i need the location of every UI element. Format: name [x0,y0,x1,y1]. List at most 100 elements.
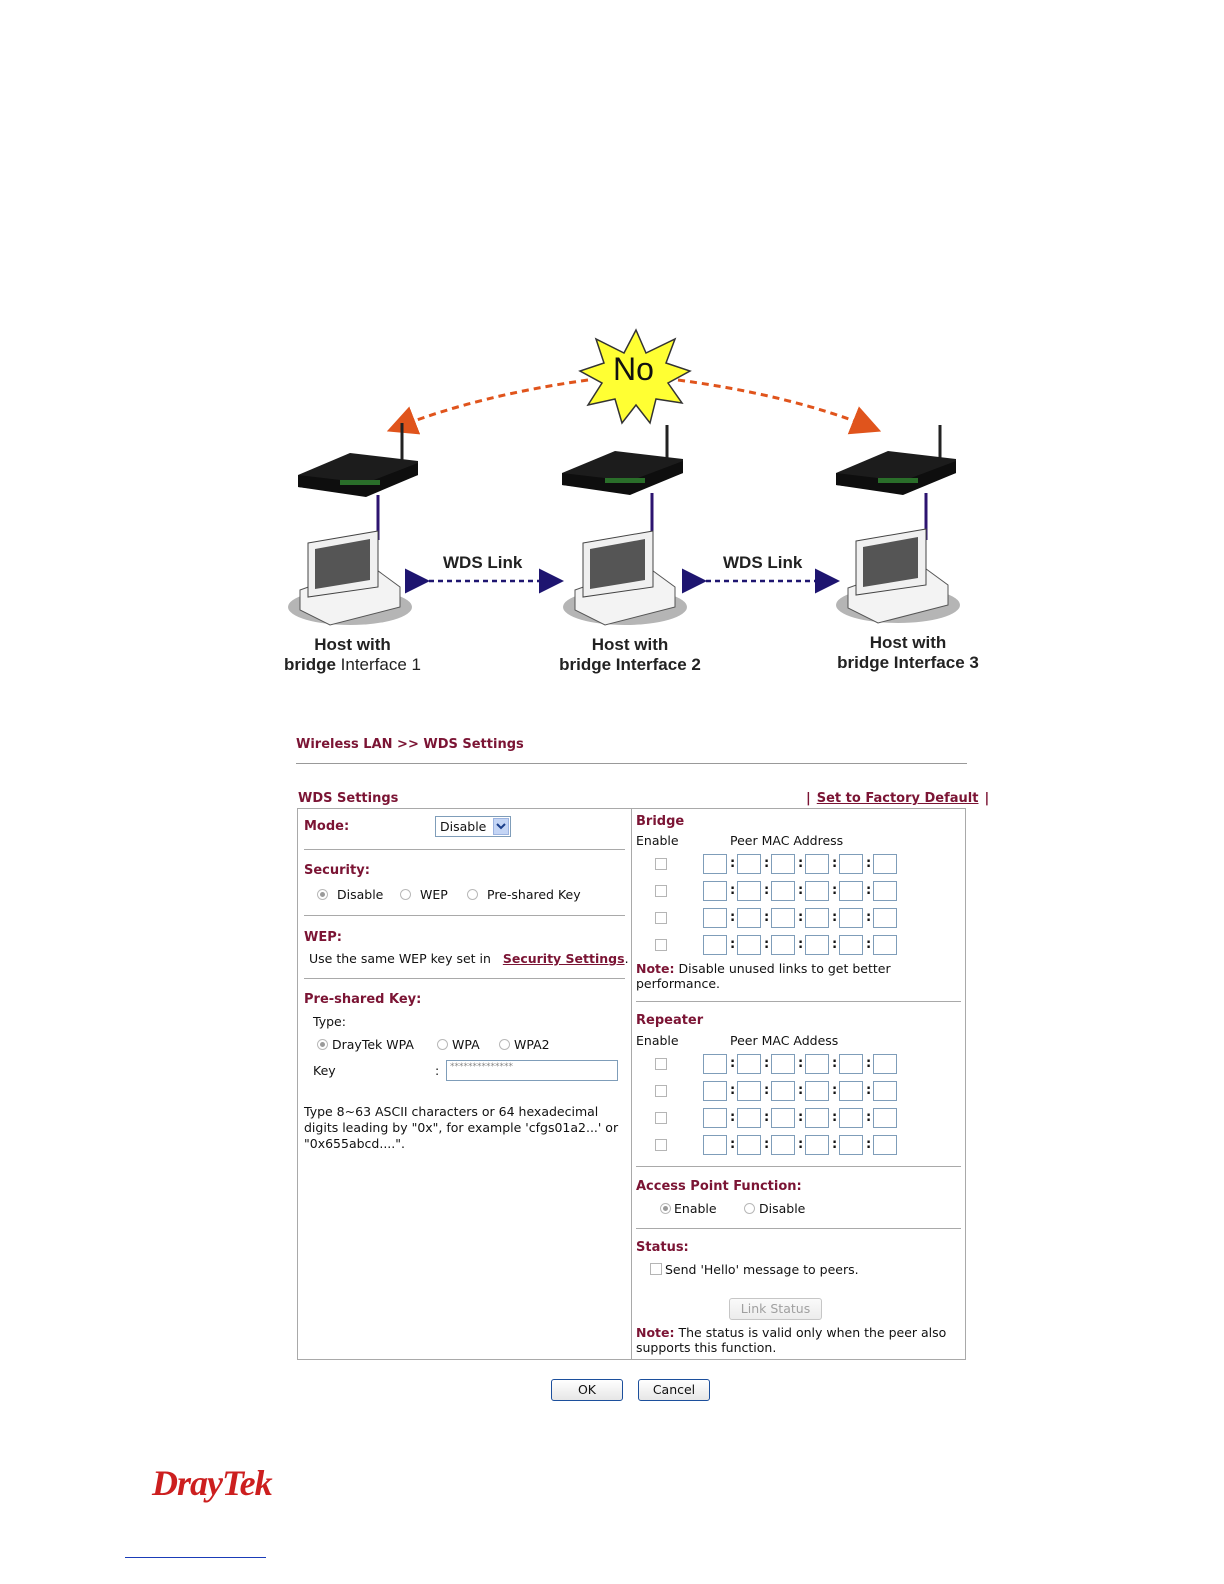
security-disable-radio[interactable] [317,889,328,900]
repeater-mac-octet-input[interactable] [703,1081,727,1101]
repeater-mac-octet-input[interactable] [737,1135,761,1155]
ap-disable-radio[interactable] [744,1203,755,1214]
key-hint-line3: "0x655abcd....". [304,1136,405,1151]
repeater-mac-octet-input[interactable] [805,1135,829,1155]
no-label: No [613,351,654,387]
ap-enable-radio[interactable] [660,1203,671,1214]
chevron-down-icon[interactable] [493,818,509,835]
factory-default-link[interactable]: Set to Factory Default [816,791,979,806]
repeater-mac-octet-input[interactable] [839,1054,863,1074]
bridge-mac-octet-input[interactable] [839,881,863,901]
bridge-mac-octet-input[interactable] [771,908,795,928]
bridge-mac-separator: : [798,856,804,871]
repeater-mac-octet-input[interactable] [839,1081,863,1101]
repeater-mac-octet-input[interactable] [737,1108,761,1128]
bridge-enable-checkbox[interactable] [655,939,667,951]
bridge-mac-octet-input[interactable] [703,935,727,955]
repeater-mac-octet-input[interactable] [771,1054,795,1074]
host-3-line1: Host with [869,633,947,652]
ap-disable-label: Disable [759,1201,806,1216]
key-input[interactable]: ************** [446,1060,618,1081]
repeater-mac-octet-input[interactable] [771,1135,795,1155]
dashed-arc-right [677,378,882,435]
hello-label: Send 'Hello' message to peers. [665,1262,859,1277]
bridge-mac-octet-input[interactable] [873,881,897,901]
bridge-mac-separator: : [832,937,838,952]
bridge-mac-octet-input[interactable] [737,854,761,874]
repeater-mac-octet-input[interactable] [805,1108,829,1128]
repeater-mac-octet-input[interactable] [737,1054,761,1074]
repeater-mac-octet-input[interactable] [703,1108,727,1128]
bridge-mac-octet-input[interactable] [873,854,897,874]
repeater-mac-octet-input[interactable] [703,1135,727,1155]
hello-checkbox[interactable] [650,1263,662,1275]
bridge-mac-octet-input[interactable] [771,881,795,901]
host-1-line2-rest: Interface 1 [335,655,421,674]
type-wpa2-radio[interactable] [499,1039,510,1050]
repeater-mac-octet-input[interactable] [873,1054,897,1074]
type-wpa2-label: WPA2 [514,1037,550,1052]
bridge-mac-octet-input[interactable] [771,854,795,874]
bridge-mac-separator: : [832,883,838,898]
repeater-mac-separator: : [866,1110,872,1125]
divider [304,978,625,979]
header-divider [296,763,967,764]
bridge-mac-octet-input[interactable] [839,935,863,955]
security-wep-radio[interactable] [400,889,411,900]
ok-button[interactable]: OK [551,1379,623,1401]
status-note-label: Note: [636,1325,675,1340]
security-psk-radio[interactable] [467,889,478,900]
bridge-mac-octet-input[interactable] [737,908,761,928]
repeater-mac-octet-input[interactable] [873,1135,897,1155]
repeater-mac-octet-input[interactable] [839,1108,863,1128]
bridge-mac-separator: : [866,883,872,898]
bridge-mac-octet-input[interactable] [839,854,863,874]
repeater-mac-octet-input[interactable] [873,1081,897,1101]
bridge-mac-octet-input[interactable] [703,881,727,901]
status-label: Status: [636,1240,689,1255]
bridge-mac-octet-input[interactable] [805,881,829,901]
repeater-mac-octet-input[interactable] [771,1081,795,1101]
repeater-mac-octet-input[interactable] [805,1081,829,1101]
repeater-mac-octet-input[interactable] [839,1135,863,1155]
security-settings-link[interactable]: Security Settings [502,951,625,966]
bridge-mac-octet-input[interactable] [737,881,761,901]
repeater-enable-header: Enable [636,1033,679,1048]
bridge-enable-checkbox[interactable] [655,912,667,924]
repeater-enable-checkbox[interactable] [655,1112,667,1124]
draytek-logo: DrayTek [152,1463,273,1503]
type-draytek-wpa-radio[interactable] [317,1039,328,1050]
bridge-mac-octet-input[interactable] [703,908,727,928]
ap-enable-label: Enable [674,1201,717,1216]
bridge-label: Bridge [636,814,685,829]
bridge-mac-octet-input[interactable] [873,908,897,928]
cancel-button[interactable]: Cancel [638,1379,710,1401]
security-label: Security: [304,863,370,878]
bridge-mac-octet-input[interactable] [839,908,863,928]
bridge-mac-octet-input[interactable] [737,935,761,955]
repeater-mac-octet-input[interactable] [805,1054,829,1074]
type-wpa-radio[interactable] [437,1039,448,1050]
repeater-enable-checkbox[interactable] [655,1085,667,1097]
bridge-mac-octet-input[interactable] [771,935,795,955]
bridge-mac-octet-input[interactable] [703,854,727,874]
repeater-mac-octet-input[interactable] [873,1108,897,1128]
bridge-mac-octet-input[interactable] [805,935,829,955]
repeater-mac-octet-input[interactable] [771,1108,795,1128]
repeater-enable-checkbox[interactable] [655,1058,667,1070]
repeater-enable-checkbox[interactable] [655,1139,667,1151]
bridge-mac-octet-input[interactable] [805,854,829,874]
link-status-button[interactable]: Link Status [729,1298,822,1320]
mode-select[interactable]: Disable [435,816,511,837]
repeater-mac-octet-input[interactable] [737,1081,761,1101]
wep-period: . [624,951,629,966]
factory-sep-right: | [984,791,990,806]
bridge-mac-octet-input[interactable] [805,908,829,928]
bridge-enable-checkbox[interactable] [655,885,667,897]
bridge-mac-octet-input[interactable] [873,935,897,955]
bridge-mac-separator: : [730,937,736,952]
bridge-enable-checkbox[interactable] [655,858,667,870]
repeater-mac-octet-input[interactable] [703,1054,727,1074]
key-label: Key [313,1063,336,1078]
router-1 [298,423,418,540]
